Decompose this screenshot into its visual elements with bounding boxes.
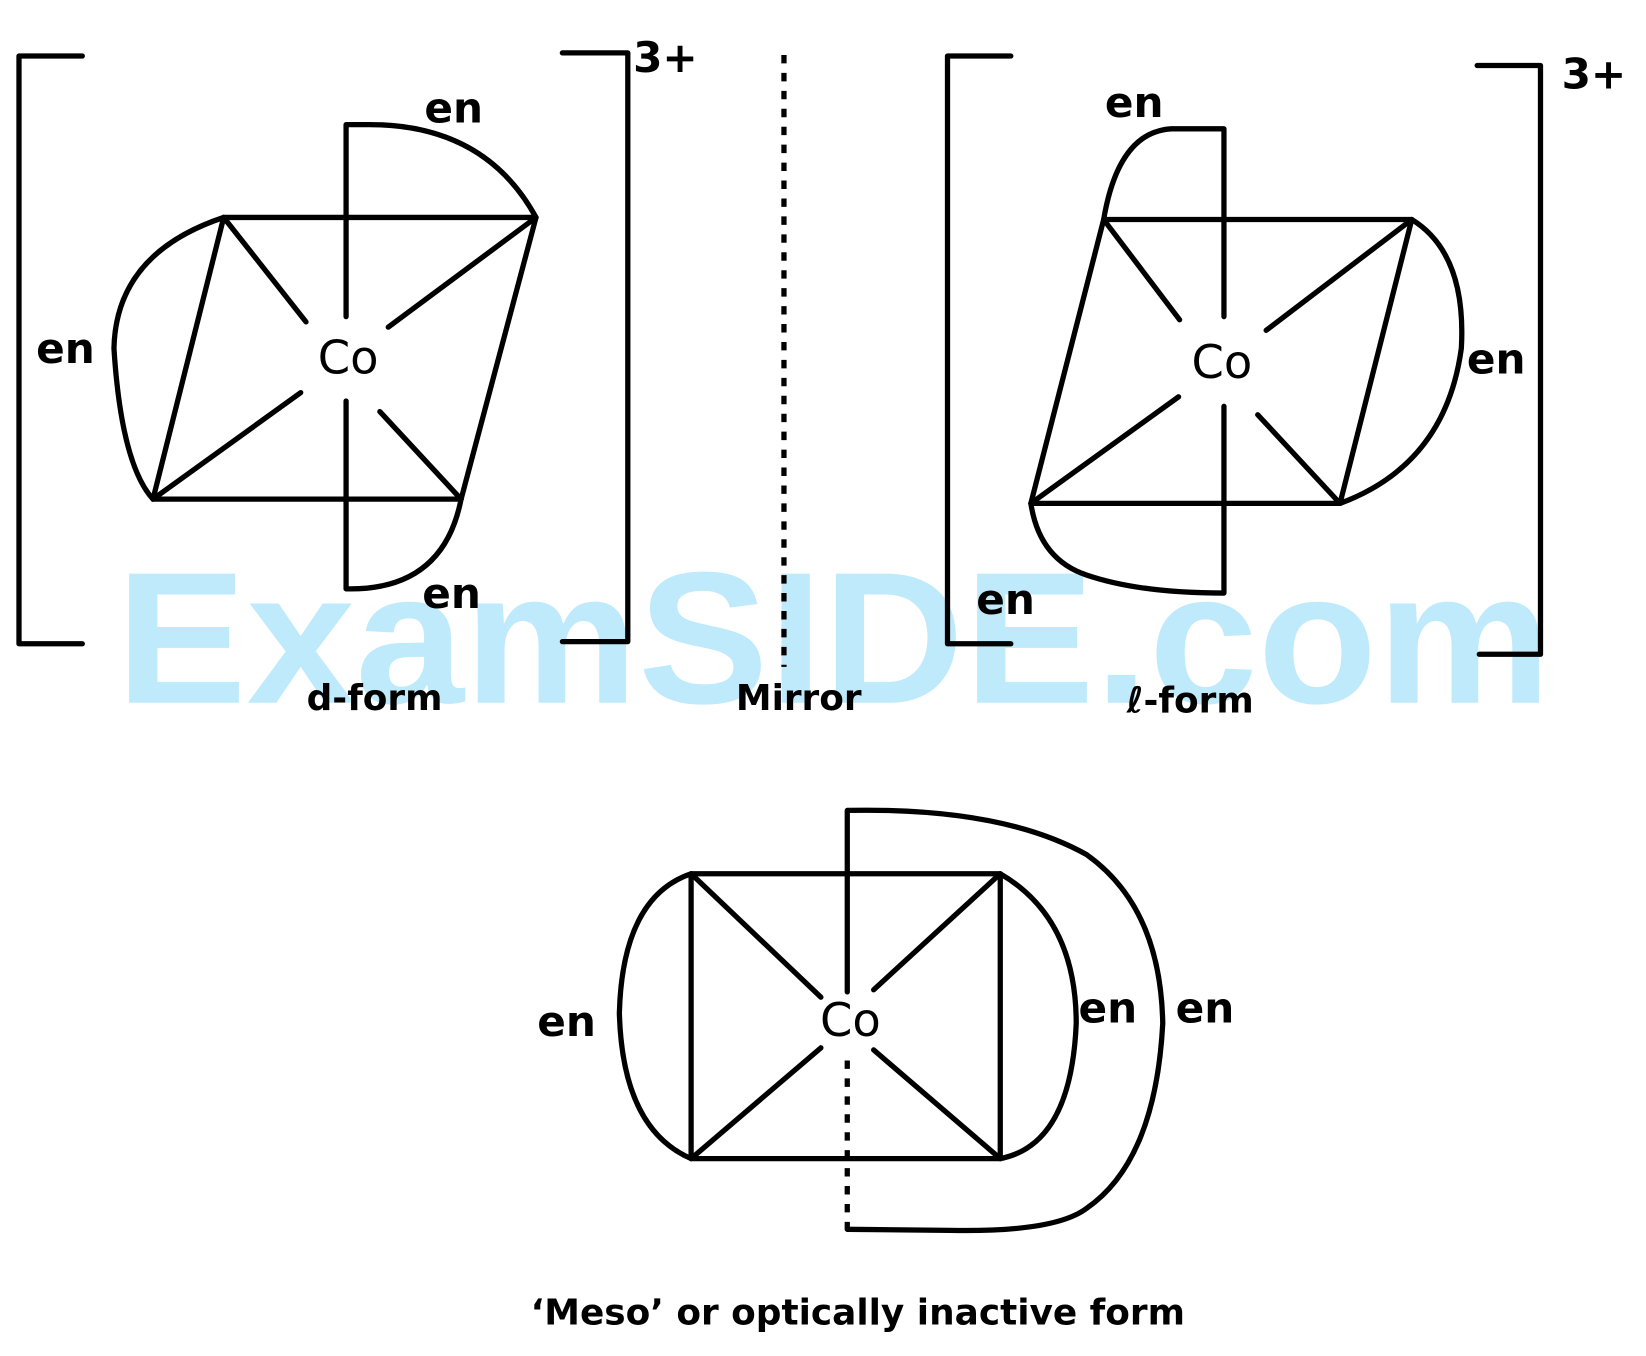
right-bracket <box>559 50 631 645</box>
metal-label: Co <box>820 993 881 1047</box>
bonds <box>1028 216 1415 507</box>
en-chelate-top <box>1101 126 1227 320</box>
d-form-caption: d-form <box>307 678 443 719</box>
en-chelate-top <box>343 121 539 320</box>
ligand-label: en <box>36 324 95 373</box>
left-bracket <box>944 53 1014 647</box>
en-chelate-outer <box>844 807 1166 1234</box>
en-chelate-bottom <box>343 398 464 592</box>
ligand-label: en <box>422 569 481 618</box>
ligand-label: en <box>537 997 596 1046</box>
charge-label: 3+ <box>1562 50 1627 99</box>
l-form-caption: ℓ-form <box>1126 680 1254 721</box>
meso-caption: ‘Meso’ or optically inactive form <box>531 1292 1185 1333</box>
bonds <box>688 871 1003 1162</box>
metal-label: Co <box>318 331 379 385</box>
metal-label: Co <box>1191 335 1252 389</box>
ligand-label: en <box>1176 983 1235 1032</box>
meso-structure: Co en en en ‘Meso’ or optically inactive… <box>531 807 1235 1333</box>
en-chelate-left <box>111 214 227 502</box>
d-form-structure: 3+ Co en en en d-form <box>16 33 698 719</box>
ligand-label: en <box>1467 335 1526 384</box>
en-chelate-right <box>1337 216 1465 507</box>
l-form-structure: 3+ Co en en en ℓ-form <box>944 50 1627 721</box>
en-chelate-left <box>616 871 694 1162</box>
ligand-label: en <box>1105 78 1164 127</box>
right-bracket <box>1474 62 1544 657</box>
mirror-caption: Mirror <box>736 678 862 719</box>
ligand-label: en <box>976 575 1035 624</box>
en-chelate-right <box>997 871 1079 1162</box>
left-bracket <box>16 53 85 647</box>
ligand-label: en <box>1079 983 1138 1032</box>
charge-label: 3+ <box>633 33 698 82</box>
watermark: ExamSIDE.com <box>116 533 1551 743</box>
ligand-label: en <box>424 83 483 132</box>
bonds <box>150 214 539 502</box>
en-chelate-bottom <box>1028 403 1227 596</box>
